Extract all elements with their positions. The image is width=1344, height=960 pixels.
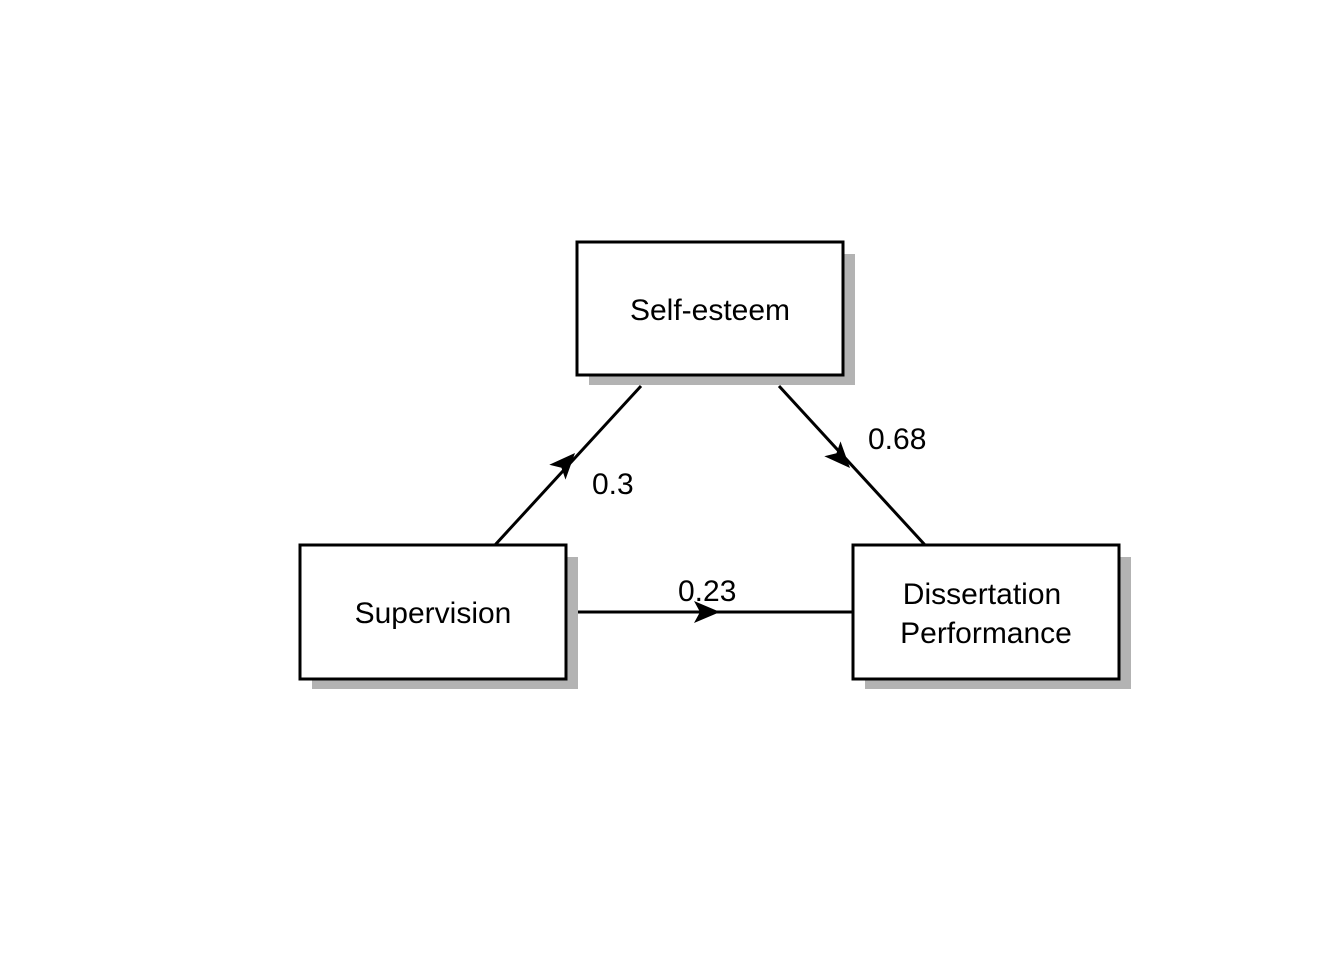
node-label-line1: Dissertation xyxy=(903,578,1061,611)
coefficient-c-label: 0.23 xyxy=(678,575,736,608)
node-label-line2: Performance xyxy=(900,617,1072,650)
coefficient-a-label: 0.3 xyxy=(592,468,634,501)
coefficient-b-label: 0.68 xyxy=(868,423,926,456)
node-dissertation-performance: Dissertation Performance xyxy=(851,543,1131,689)
box xyxy=(298,543,568,681)
box xyxy=(851,543,1121,681)
path-supervision-to-dissertation xyxy=(578,601,853,623)
node-self-esteem: Self-esteem xyxy=(575,240,855,385)
box xyxy=(575,240,845,377)
arrowhead-icon xyxy=(549,453,575,480)
path-supervision-to-self-esteem xyxy=(493,384,643,547)
node-supervision: Supervision xyxy=(298,543,578,689)
node-label: Supervision xyxy=(355,597,512,630)
path-self-esteem-to-dissertation xyxy=(777,384,927,547)
edge-line xyxy=(777,384,927,547)
arrowhead-icon xyxy=(694,601,720,623)
arrowhead-icon xyxy=(824,441,850,468)
node-label: Self-esteem xyxy=(630,294,790,327)
